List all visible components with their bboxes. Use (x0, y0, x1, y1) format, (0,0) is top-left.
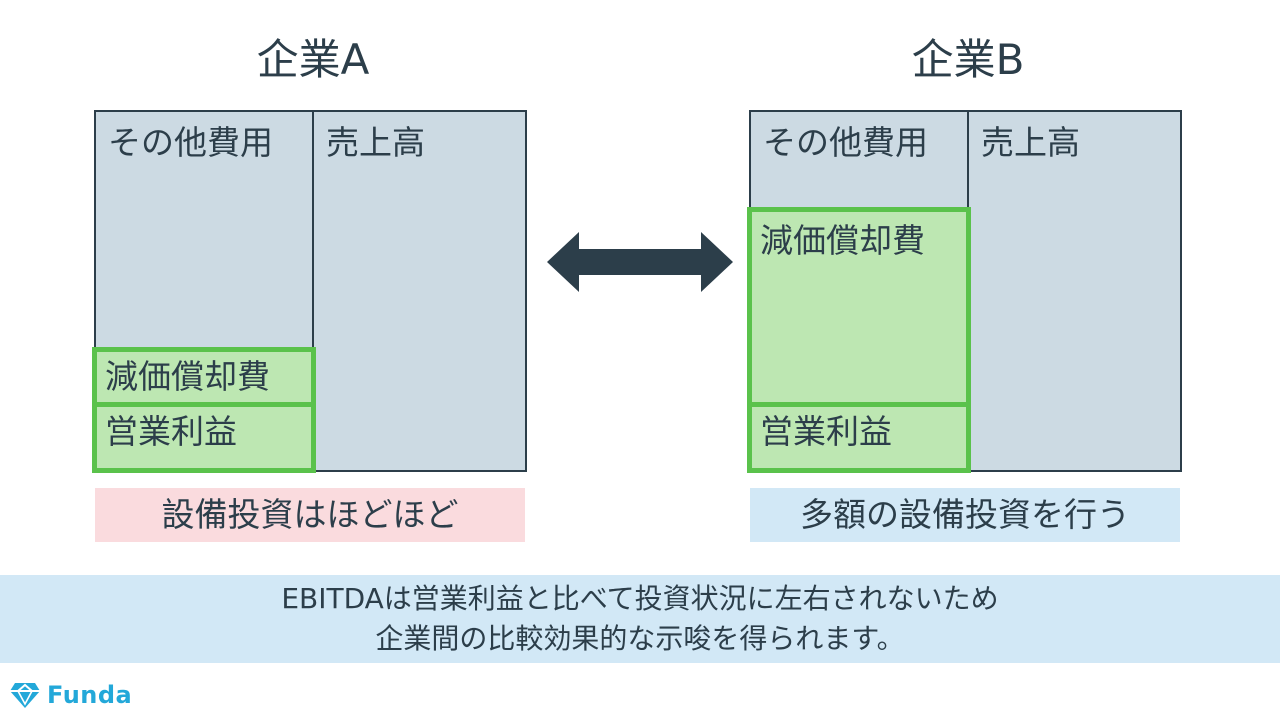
company-b-depreciation-label: 減価償却費 (760, 221, 925, 260)
summary-note: EBITDAは営業利益と比べて投資状況に左右されないため 企業間の比較効果的な示… (0, 575, 1280, 663)
company-b-operating-profit-label: 営業利益 (760, 412, 892, 451)
company-b-depreciation-box: 減価償却費 (747, 207, 971, 408)
company-a-sales-label: 売上高 (326, 123, 425, 162)
double-arrow-icon (547, 232, 733, 292)
company-a-sales-box: 売上高 (312, 110, 527, 472)
company-b-other-expenses-label: その他費用 (763, 123, 928, 162)
company-a-caption: 設備投資はほどほど (95, 488, 525, 542)
company-a-operating-profit-label: 営業利益 (105, 412, 237, 451)
company-a-title: 企業A (256, 35, 370, 84)
funda-logo: Funda (9, 678, 132, 712)
company-a-other-expenses-label: その他費用 (108, 123, 273, 162)
company-a-depreciation-label: 減価償却費 (105, 357, 270, 396)
company-b-title: 企業B (911, 35, 1025, 84)
company-b-sales-label: 売上高 (981, 123, 1080, 162)
company-b-caption: 多額の設備投資を行う (750, 488, 1180, 542)
summary-note-line-1: EBITDAは営業利益と比べて投資状況に左右されないため (281, 582, 999, 615)
diamond-logo-icon (10, 683, 40, 708)
company-b-operating-profit-box: 営業利益 (747, 402, 971, 473)
company-a-operating-profit-box: 営業利益 (92, 402, 316, 473)
company-a-depreciation-box: 減価償却費 (92, 347, 316, 407)
company-b-sales-box: 売上高 (967, 110, 1182, 472)
summary-note-line-2: 企業間の比較効果的な示唆を得られます。 (375, 622, 905, 655)
logo-text: Funda (47, 681, 133, 709)
